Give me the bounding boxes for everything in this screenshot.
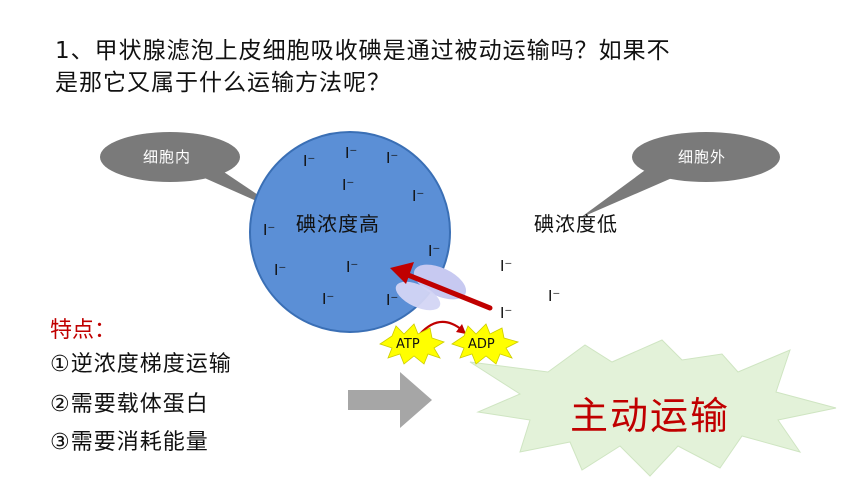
atp-adp-arrow-head	[456, 324, 466, 334]
iodide-ion-inside: I⁻	[346, 258, 359, 276]
atp-label: ATP	[396, 337, 420, 352]
atp-adp-arrow	[419, 320, 463, 335]
iodide-ion-inside: I⁻	[274, 261, 287, 279]
iodide-ion-inside: I⁻	[386, 149, 399, 167]
transport-arrow	[390, 262, 493, 311]
carrier-protein-bottom	[395, 281, 441, 311]
inside-concentration-label: 碘浓度高	[296, 212, 380, 236]
iodide-ion-outside: I⁻	[548, 287, 561, 305]
iodide-ion-inside: I⁻	[322, 290, 335, 308]
adp-label: ADP	[468, 337, 495, 352]
feature-item: ①逆浓度梯度运输	[50, 352, 232, 377]
iodide-ion-inside: I⁻	[412, 187, 425, 205]
feature-item: ③需要消耗能量	[50, 430, 209, 455]
iodide-ion-inside: I⁻	[263, 221, 276, 239]
conclusion-label: 主动运输	[570, 394, 731, 438]
iodide-ion-outside: I⁻	[500, 304, 513, 322]
iodide-ion-inside: I⁻	[345, 144, 358, 162]
iodide-ion-inside: I⁻	[342, 176, 355, 194]
question-line-2: 是那它又属于什么运输方法呢？	[55, 70, 391, 96]
outside-concentration-label: 碘浓度低	[534, 212, 618, 236]
cell-circle	[249, 131, 451, 333]
adp-burst	[451, 323, 520, 365]
feature-item: ②需要载体蛋白	[50, 392, 209, 417]
features-title: 特点：	[50, 318, 117, 343]
gray-arrow	[348, 372, 432, 428]
callout-outside	[580, 132, 780, 218]
iodide-ion-inside: I⁻	[428, 242, 441, 260]
callout-outside-label: 细胞外	[678, 148, 727, 166]
iodide-ion-inside: I⁻	[303, 152, 316, 170]
question-line-1: 1、甲状腺滤泡上皮细胞吸收碘是通过被动运输吗？如果不	[55, 38, 671, 64]
question-text: 1、甲状腺滤泡上皮细胞吸收碘是通过被动运输吗？如果不 是那它又属于什么运输方法呢…	[55, 35, 835, 99]
iodide-ion-outside: I⁻	[500, 257, 513, 275]
iodide-ion-inside: I⁻	[386, 291, 399, 309]
callout-inside-label: 细胞内	[143, 148, 192, 166]
conclusion-burst	[469, 339, 837, 477]
atp-burst	[379, 323, 445, 365]
